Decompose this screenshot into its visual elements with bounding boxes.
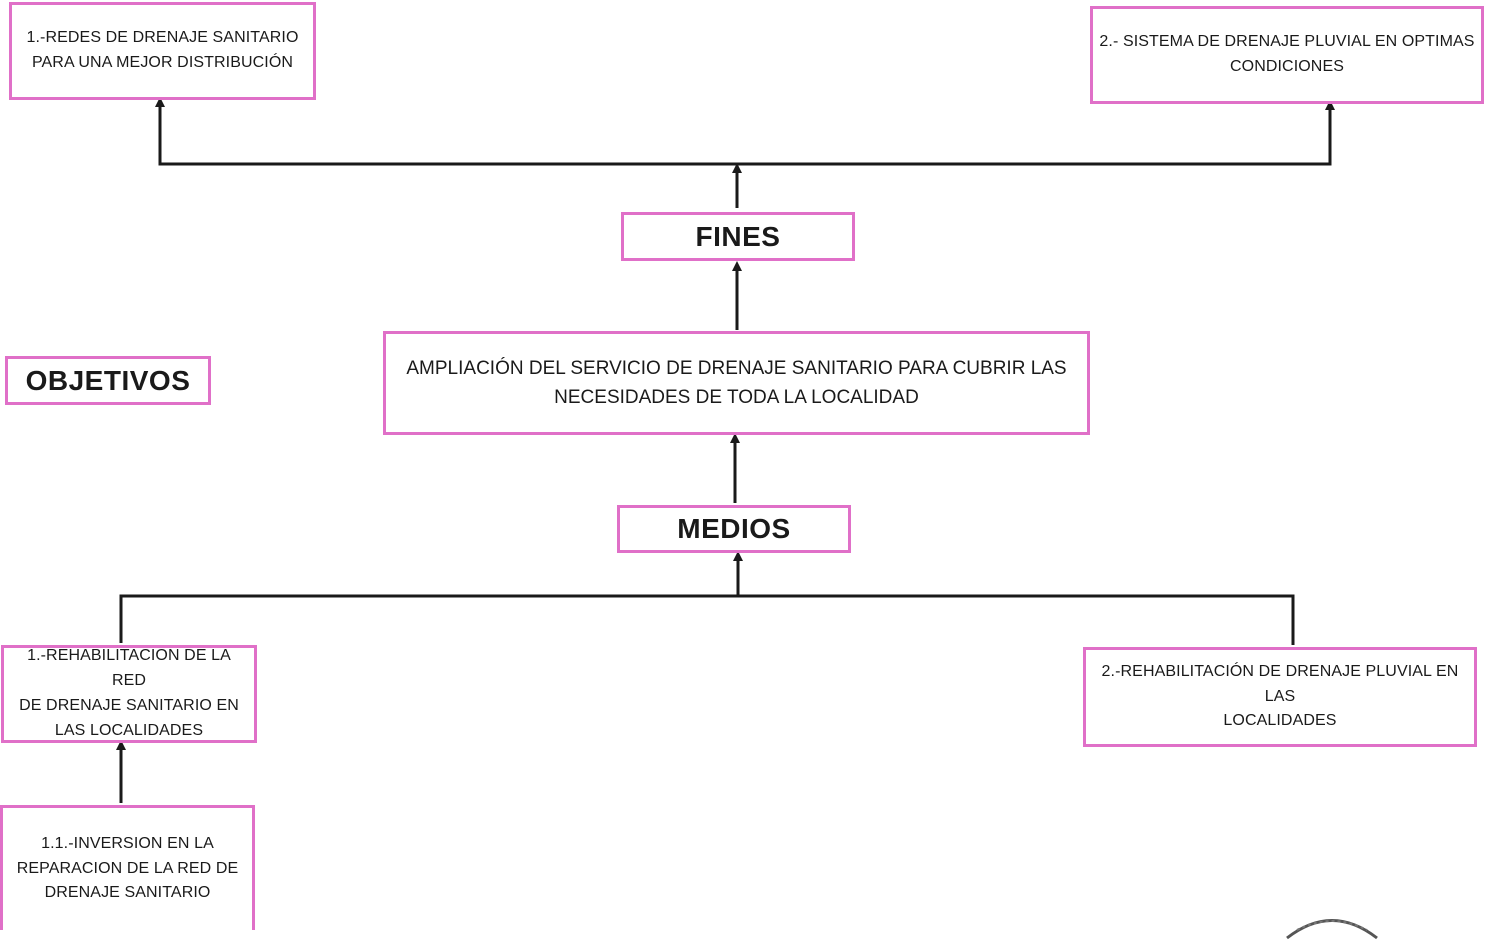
- objetivos-title: OBJETIVOS: [25, 364, 191, 396]
- fin-2-box: 2.- SISTEMA DE DRENAJE PLUVIAL EN OPTIMA…: [1090, 6, 1484, 104]
- medio-2-box: 2.-REHABILITACIÓN DE DRENAJE PLUVIAL EN …: [1083, 647, 1477, 747]
- medio-1-1-box: 1.1.-INVERSION EN LA REPARACION DE LA RE…: [0, 805, 255, 930]
- medios-title: MEDIOS: [677, 513, 791, 545]
- objetivos-box: OBJETIVOS: [5, 356, 211, 405]
- central-objective-text: AMPLIACIÓN DEL SERVICIO DE DRENAJE SANIT…: [406, 357, 1067, 408]
- medio-1-1-text: 1.1.-INVERSION EN LA REPARACION DE LA RE…: [16, 834, 239, 902]
- medio-1-box: 1.-REHABILITACION DE LA RED DE DRENAJE S…: [1, 645, 257, 743]
- medio-2-text: 2.-REHABILITACIÓN DE DRENAJE PLUVIAL EN …: [1101, 662, 1459, 730]
- stamp-seal-icon: [1286, 919, 1378, 940]
- connector-medios-bar: [119, 594, 1295, 645]
- fines-title: FINES: [695, 220, 781, 252]
- medios-box: MEDIOS: [617, 505, 851, 553]
- fin-1-text: 1.-REDES DE DRENAJE SANITARIO PARA UNA M…: [26, 29, 299, 71]
- connector-lines: [116, 97, 1335, 803]
- central-objective-box: AMPLIACIÓN DEL SERVICIO DE DRENAJE SANIT…: [383, 331, 1090, 435]
- connector-fines-bar: [158, 108, 1332, 166]
- fin-2-text: 2.- SISTEMA DE DRENAJE PLUVIAL EN OPTIMA…: [1099, 33, 1475, 75]
- medio-1-text: 1.-REHABILITACION DE LA RED DE DRENAJE S…: [19, 647, 239, 739]
- fines-box: FINES: [621, 212, 855, 261]
- fin-1-box: 1.-REDES DE DRENAJE SANITARIO PARA UNA M…: [9, 2, 316, 100]
